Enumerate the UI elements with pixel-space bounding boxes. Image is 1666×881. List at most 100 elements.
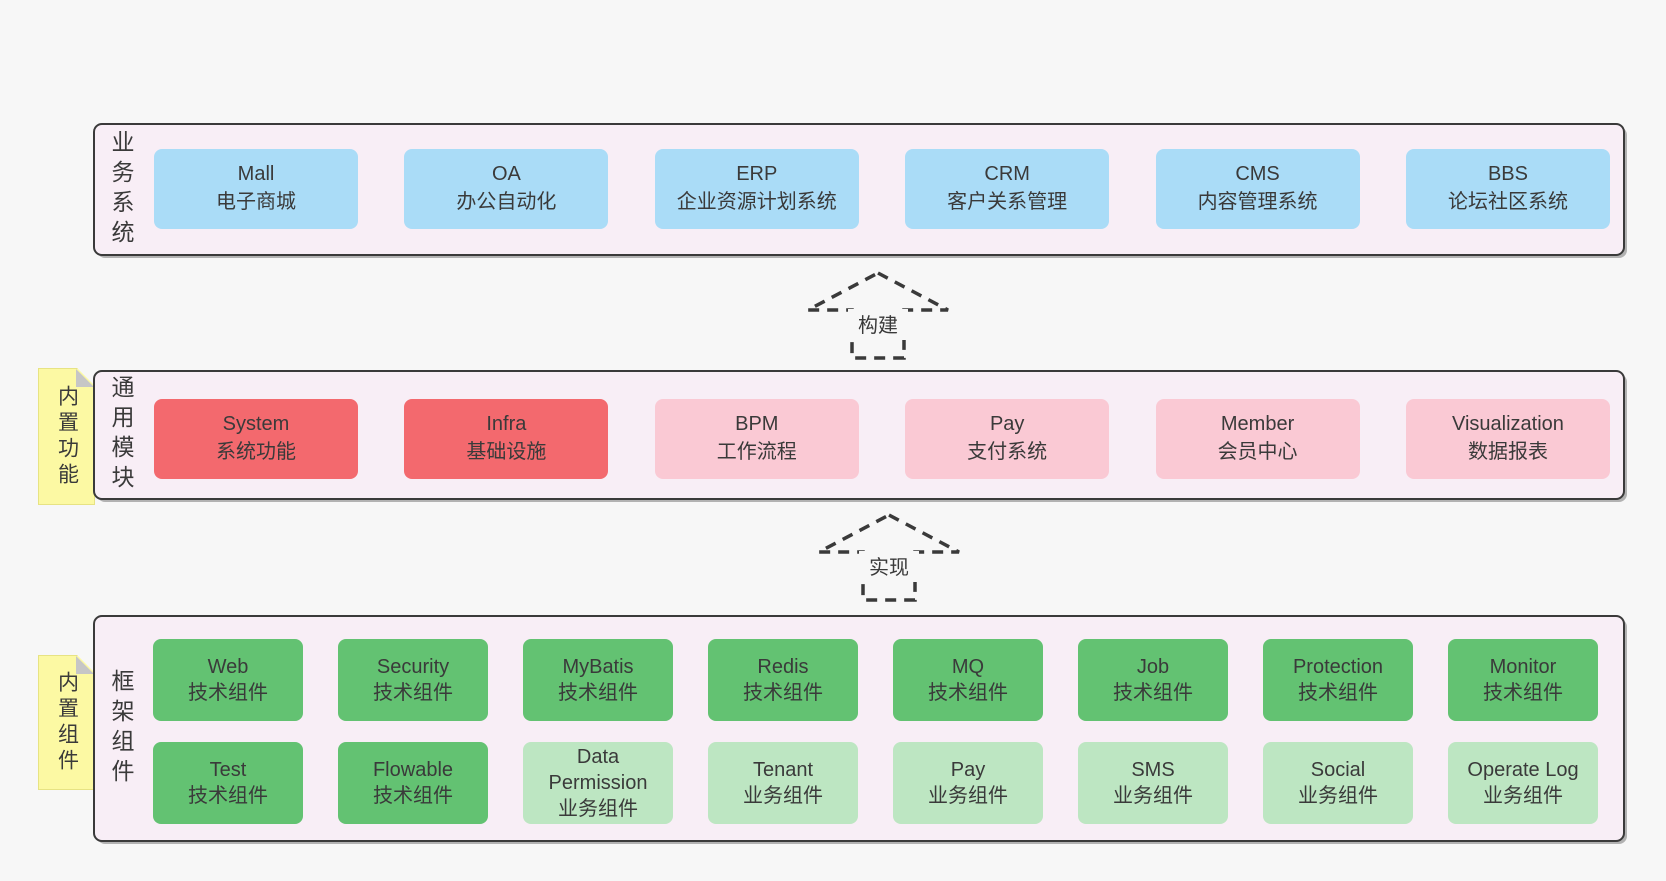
box-subtitle: 会员中心 <box>1217 441 1298 463</box>
box-subtitle: 业务组件 <box>1113 785 1193 807</box>
box-title: Tenant <box>752 759 814 781</box>
arrow-label: 构建 <box>858 314 898 337</box>
box-flowable: Flowable 技术组件 <box>338 742 488 824</box>
framework-box-row-2: Test 技术组件 Flowable 技术组件 Data Permission … <box>153 742 1598 824</box>
box-title: Data Permission <box>548 746 648 794</box>
box-title: MyBatis <box>562 656 634 678</box>
box-mybatis: MyBatis 技术组件 <box>523 639 673 721</box>
arrow-outline <box>818 513 960 602</box>
build-arrow-icon: 构建 <box>807 271 949 360</box>
box-title: Operate Log <box>1467 759 1579 781</box>
box-subtitle: 业务组件 <box>743 785 823 807</box>
section-business-systems: 业务系统 Mall 电子商城 OA 办公自动化 ERP 企业资源计划系统 CRM… <box>93 123 1625 256</box>
box-web: Web 技术组件 <box>153 639 303 721</box>
box-title: Monitor <box>1489 656 1557 678</box>
box-pay-system: Pay 支付系统 <box>905 399 1110 479</box>
box-subtitle: 支付系统 <box>967 441 1048 463</box>
box-subtitle: 基础设施 <box>466 441 547 463</box>
modules-box-row: System 系统功能 Infra 基础设施 BPM 工作流程 Pay 支付系统… <box>154 399 1610 479</box>
box-test: Test 技术组件 <box>153 742 303 824</box>
box-subtitle: 内容管理系统 <box>1197 191 1318 213</box>
box-title: Pay <box>950 759 986 781</box>
box-subtitle: 办公自动化 <box>456 191 557 213</box>
box-pay-component: Pay 业务组件 <box>893 742 1043 824</box>
box-infra: Infra 基础设施 <box>404 399 609 479</box>
sticky-note-built-in-functions: 内置功能 <box>38 368 95 505</box>
box-subtitle: 技术组件 <box>1483 682 1563 704</box>
section-common-modules: 通用模块 System 系统功能 Infra 基础设施 BPM 工作流程 Pay… <box>93 370 1625 500</box>
section-label: 通用模块 <box>108 375 134 495</box>
box-erp: ERP 企业资源计划系统 <box>654 149 859 229</box>
box-subtitle: 技术组件 <box>188 682 268 704</box>
box-social: Social 业务组件 <box>1263 742 1413 824</box>
box-title: CMS <box>1235 163 1280 186</box>
box-crm: CRM 客户关系管理 <box>905 149 1110 229</box>
box-member: Member 会员中心 <box>1155 399 1360 479</box>
box-bbs: BBS 论坛社区系统 <box>1405 149 1610 229</box>
box-title: Redis <box>757 656 809 678</box>
box-security: Security 技术组件 <box>338 639 488 721</box>
sticky-note-label: 内置功能 <box>55 384 79 489</box>
box-job: Job 技术组件 <box>1078 639 1228 721</box>
box-subtitle: 业务组件 <box>1298 785 1378 807</box>
box-subtitle: 数据报表 <box>1467 441 1548 463</box>
box-protection: Protection 技术组件 <box>1263 639 1413 721</box>
box-title: Protection <box>1292 656 1384 678</box>
box-subtitle: 业务组件 <box>558 798 638 820</box>
folded-corner-icon <box>76 369 94 387</box>
box-tenant: Tenant 业务组件 <box>708 742 858 824</box>
box-subtitle: 技术组件 <box>1113 682 1193 704</box>
box-title: SMS <box>1131 759 1175 781</box>
box-title: System <box>222 413 290 436</box>
arrow-outline <box>807 271 949 360</box>
box-title: OA <box>491 163 521 186</box>
section-label: 框架组件 <box>108 668 134 789</box>
box-title: BBS <box>1487 163 1528 186</box>
box-title: BPM <box>735 413 779 436</box>
box-title: Social <box>1310 759 1366 781</box>
box-monitor: Monitor 技术组件 <box>1448 639 1598 721</box>
box-subtitle: 业务组件 <box>1483 785 1563 807</box>
box-subtitle: 技术组件 <box>1298 682 1378 704</box>
box-title: Security <box>376 656 450 678</box>
box-title: Member <box>1220 413 1295 436</box>
box-subtitle: 技术组件 <box>373 785 453 807</box>
box-title: Infra <box>486 413 527 436</box>
box-subtitle: 客户关系管理 <box>947 191 1068 213</box>
box-redis: Redis 技术组件 <box>708 639 858 721</box>
framework-box-row-1: Web 技术组件 Security 技术组件 MyBatis 技术组件 Redi… <box>153 639 1598 721</box>
box-title: Job <box>1136 656 1170 678</box>
box-system: System 系统功能 <box>154 399 358 479</box>
box-subtitle: 业务组件 <box>928 785 1008 807</box>
box-subtitle: 电子商城 <box>216 191 296 213</box>
implement-arrow-icon: 实现 <box>818 513 960 602</box>
section-label: 业务系统 <box>108 129 134 250</box>
box-subtitle: 系统功能 <box>216 441 296 463</box>
sticky-note-built-in-components: 内置组件 <box>38 655 95 790</box>
section-framework-components: 框架组件 Web 技术组件 Security 技术组件 MyBatis 技术组件… <box>93 615 1625 842</box>
business-box-row: Mall 电子商城 OA 办公自动化 ERP 企业资源计划系统 CRM 客户关系… <box>154 149 1610 229</box>
box-mall: Mall 电子商城 <box>154 149 358 229</box>
box-subtitle: 技术组件 <box>558 682 638 704</box>
box-bpm: BPM 工作流程 <box>654 399 859 479</box>
box-subtitle: 技术组件 <box>928 682 1008 704</box>
box-subtitle: 技术组件 <box>743 682 823 704</box>
box-title: Test <box>209 759 247 781</box>
box-mq: MQ 技术组件 <box>893 639 1043 721</box>
box-subtitle: 工作流程 <box>716 441 797 463</box>
box-sms: SMS 业务组件 <box>1078 742 1228 824</box>
box-title: Flowable <box>372 759 454 781</box>
box-subtitle: 技术组件 <box>188 785 268 807</box>
box-operate-log: Operate Log 业务组件 <box>1448 742 1598 824</box>
box-title: Web <box>207 656 249 678</box>
box-title: ERP <box>736 163 778 186</box>
box-title: Visualization <box>1451 413 1564 436</box>
arrow-label-bg <box>859 551 919 582</box>
arrow-label: 实现 <box>869 556 909 579</box>
box-oa: OA 办公自动化 <box>404 149 609 229</box>
box-title: CRM <box>984 163 1030 186</box>
folded-corner-icon <box>76 656 94 674</box>
box-subtitle: 技术组件 <box>373 682 453 704</box>
sticky-note-label: 内置组件 <box>55 670 79 775</box>
